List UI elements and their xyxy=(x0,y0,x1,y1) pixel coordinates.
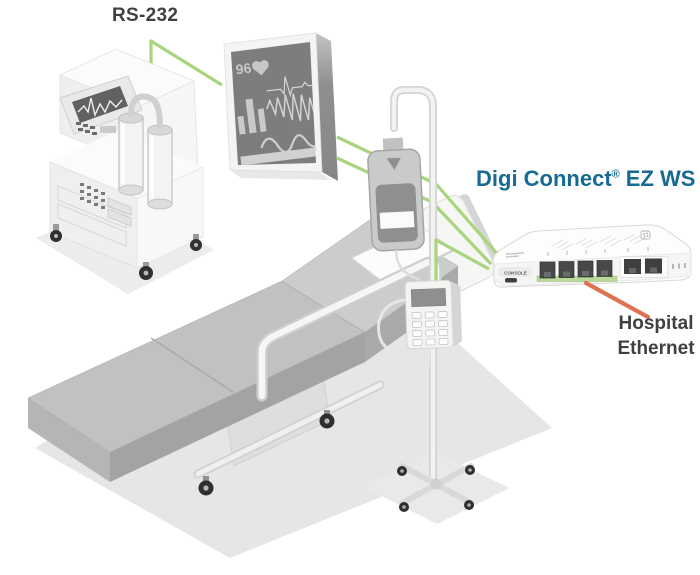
machine-panel-buttons xyxy=(76,122,116,135)
serial-ethernet-ports xyxy=(539,260,613,279)
console-port-label: CONSOLE xyxy=(504,270,527,275)
suction-machine-illustration xyxy=(49,48,204,280)
mattress-seam xyxy=(150,337,234,393)
console-label-plate xyxy=(499,267,532,277)
mattress-foot-face xyxy=(28,398,110,482)
iv-down-tube xyxy=(417,347,431,469)
monitor-side-face xyxy=(316,33,338,181)
digi-logo-icon xyxy=(640,230,651,240)
monitor-bottom-face xyxy=(230,170,331,180)
mattress-side-face xyxy=(110,332,365,482)
hospital-ethernet-line2: Ethernet xyxy=(617,338,695,359)
heart-icon xyxy=(252,60,269,76)
bed-caster-wheel xyxy=(198,476,214,496)
monitor-screen xyxy=(231,42,316,165)
infusion-pump xyxy=(404,279,463,350)
monitor-bar-graph xyxy=(237,98,267,135)
machine-vent-panel xyxy=(57,185,127,229)
rs232-label: RS-232 xyxy=(112,5,179,26)
patient-monitor-illustration: 96 xyxy=(223,32,338,181)
heart-rate-value: 96 xyxy=(235,60,253,78)
canister-tube xyxy=(128,93,163,129)
iv-pole-highlight xyxy=(391,87,436,481)
bed-caster-wheel xyxy=(319,410,335,429)
hospital-ethernet-line xyxy=(583,280,651,320)
monitor-bottom-strip xyxy=(240,146,316,165)
iv-drip-tube xyxy=(394,249,421,282)
suction-canister xyxy=(118,112,144,196)
pole-caster-wheel xyxy=(465,465,475,475)
dense-waveform xyxy=(266,93,316,122)
machine-vent-panel xyxy=(57,203,127,247)
device-led-marks xyxy=(672,263,686,269)
device-vent-lines xyxy=(551,233,646,251)
pump-screen xyxy=(410,288,447,307)
machine-caster-wheel xyxy=(190,234,202,251)
machine-caster-wheel xyxy=(139,262,153,280)
product-name-label: Digi Connect® EZ WS xyxy=(476,166,695,192)
pole-caster-wheel xyxy=(397,466,407,476)
ecg-waveform xyxy=(266,76,316,98)
pole-caster-wheel xyxy=(464,500,474,510)
iv-pole-illustration xyxy=(367,86,475,512)
product-name-text: Digi Connect xyxy=(476,166,612,191)
respiration-waveform xyxy=(260,134,316,154)
iv-loop-tube xyxy=(377,298,413,353)
machine-caster-wheel xyxy=(50,224,62,242)
pole-caster-wheel xyxy=(399,502,409,512)
bed-frame-bar-highlight xyxy=(195,382,383,477)
pump-keypad xyxy=(411,311,449,346)
registered-trademark-symbol: ® xyxy=(611,168,620,181)
machine-slot-display xyxy=(107,197,132,216)
network-ports xyxy=(619,256,669,278)
pump-side-face xyxy=(450,281,463,348)
usb-console-port xyxy=(505,278,517,283)
hospital-ethernet-line1: Hospital xyxy=(618,313,694,334)
machine-slot-display xyxy=(107,208,132,227)
suction-canister xyxy=(147,124,173,210)
machine-button-grid xyxy=(80,183,105,209)
machine-ecg-trace xyxy=(77,97,123,118)
monitor-screen-content: 96 xyxy=(235,60,316,165)
product-model-text: EZ WS xyxy=(625,166,696,191)
port-pcb-strip xyxy=(536,275,618,282)
digi-connect-ez-ws-device: CONSOLE xyxy=(492,224,692,288)
iv-bag xyxy=(367,137,425,252)
device-port-number-marks xyxy=(547,247,649,256)
device-wordmark-mark xyxy=(505,252,525,258)
rs232-line-pump-to-digi xyxy=(434,238,490,283)
hospital-ethernet-label: Hospital Ethernet xyxy=(608,311,700,361)
pole-base xyxy=(397,463,475,512)
